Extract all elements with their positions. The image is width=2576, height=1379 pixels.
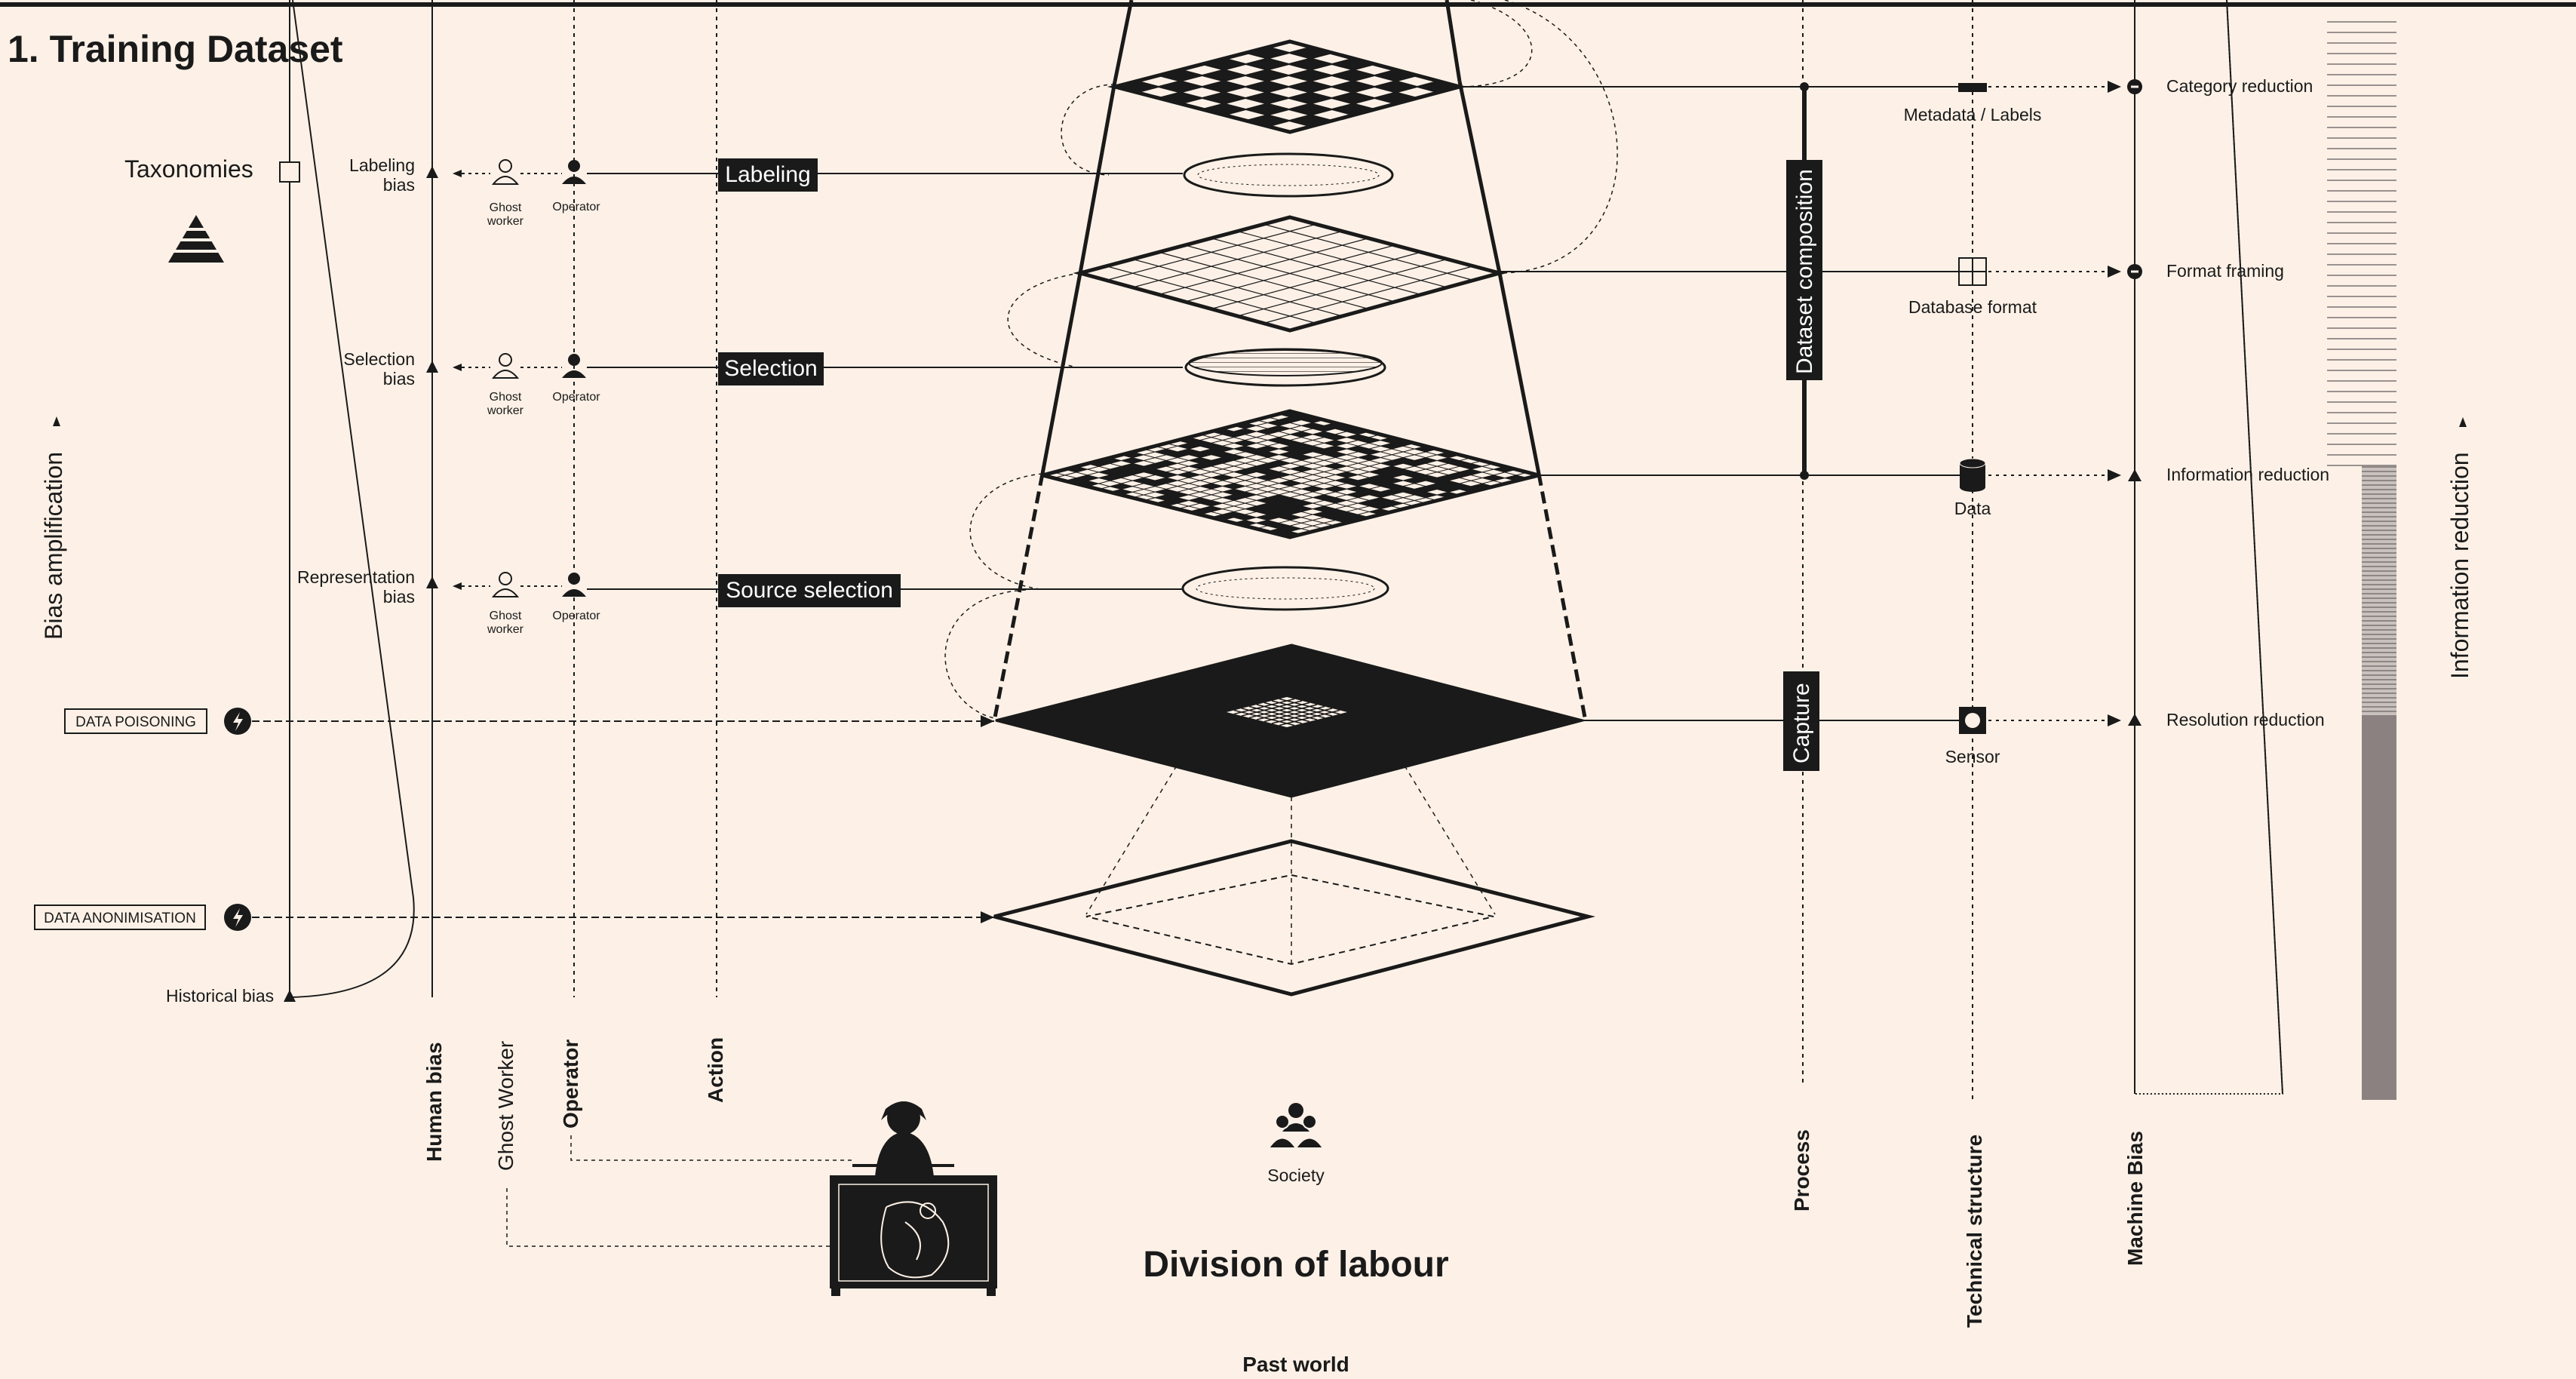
historical-bias-label: Historical bias — [166, 986, 274, 1006]
lightning-bolt-icon — [224, 904, 251, 931]
operator-icon — [562, 160, 586, 184]
selection-bias-line2: bias — [383, 369, 415, 389]
data-label: Data — [1954, 499, 1991, 518]
operator-to-illustration — [571, 1135, 852, 1160]
column-technical-structure: Technical structure — [1963, 1135, 1986, 1328]
column-human-bias: Human bias — [422, 1042, 446, 1162]
information-reduction-label: Information reduction — [2166, 465, 2329, 484]
division-of-labour-heading: Division of labour — [1143, 1245, 1448, 1285]
format-framing-marker — [2127, 264, 2142, 279]
bracket-dot-bottom — [1800, 471, 1809, 480]
lens-disc-1 — [1184, 154, 1392, 196]
arrow-up-icon — [284, 990, 296, 1002]
data-anonimisation-box: DATA ANONIMISATION — [35, 905, 205, 929]
metadata-node — [1958, 83, 1987, 92]
arrow-up-icon — [53, 416, 60, 426]
operator-caption-1: Operator — [552, 201, 600, 213]
column-operator: Operator — [559, 1040, 582, 1129]
bracket-dot-top — [1800, 82, 1809, 91]
ghost-worker-icon — [493, 160, 517, 184]
dataset-composition-box: Dataset composition — [1786, 160, 1822, 380]
sensor-label: Sensor — [1945, 747, 2000, 766]
selection-bias-line1: Selection — [343, 349, 415, 369]
taxonomies-node — [280, 162, 299, 182]
dataset-composition-label: Dataset composition — [1792, 169, 1817, 374]
representation-bias-row: Representation bias — [297, 567, 562, 607]
capture-box: Capture — [1783, 671, 1819, 771]
data-poisoning-box: DATA POISONING — [65, 709, 207, 733]
society-label: Society — [1267, 1166, 1325, 1185]
category-reduction-label: Category reduction — [2166, 76, 2313, 96]
ghost-worker-icon — [493, 354, 517, 378]
resolution-reduction-label: Resolution reduction — [2166, 710, 2325, 729]
metadata-labels-label: Metadata / Labels — [1904, 105, 2042, 124]
column-action: Action — [704, 1037, 727, 1103]
past-world-label: Past world — [1242, 1353, 1349, 1375]
selection-bias-row: Selection bias — [343, 349, 562, 389]
data-grid-plane — [1042, 411, 1539, 537]
representation-bias-line1: Representation — [297, 567, 415, 587]
information-reduction-axis-label: Information reduction — [2446, 452, 2473, 679]
page-title: 1. Training Dataset — [8, 28, 343, 70]
source-selection-box: Source selection — [718, 574, 901, 607]
ghost-worker-caption-2a: Ghost — [490, 391, 522, 404]
database-format-label: Database format — [1908, 297, 2037, 317]
operator-icon — [562, 573, 586, 597]
taxonomies-label: Taxonomies — [124, 155, 253, 183]
data-poisoning-label: DATA POISONING — [75, 714, 196, 730]
arrow-up-icon — [2459, 417, 2467, 427]
source-selection-label: Source selection — [726, 578, 893, 603]
selection-label: Selection — [724, 356, 817, 381]
format-grid-plane — [1080, 217, 1500, 330]
lens-disc-2 — [1186, 349, 1385, 385]
capture-label: Capture — [1789, 683, 1814, 763]
historical-bias-curve — [290, 0, 414, 997]
ghost-worker-caption-1a: Ghost — [490, 201, 522, 214]
ghost-worker-icon — [493, 573, 517, 597]
database-icon — [1960, 459, 1985, 492]
lightning-bolt-icon — [224, 708, 251, 735]
labels-grid-plane — [1115, 41, 1460, 132]
ghost-worker-caption-2b: worker — [487, 404, 524, 417]
information-reduction-bar — [2327, 14, 2396, 1100]
column-process: Process — [1790, 1129, 1813, 1212]
ghost-worker-caption-3b: worker — [487, 623, 524, 636]
labeling-bias-row: Labeling bias — [349, 155, 562, 195]
category-reduction-marker — [2127, 79, 2142, 94]
reduction-outline — [2135, 0, 2283, 1094]
grid-icon — [1959, 258, 1986, 285]
society-icon — [1269, 1103, 1323, 1148]
labeling-box: Labeling — [718, 158, 818, 192]
pyramid-icon — [167, 215, 226, 263]
reduction-diagonal — [2227, 0, 2283, 1094]
operator-caption-2: Operator — [552, 391, 600, 404]
sensor-plane — [996, 645, 1583, 797]
labeling-bias-line1: Labeling — [349, 155, 415, 175]
mechanical-turk-illustration — [830, 1101, 997, 1296]
resolution-reduction-marker — [2128, 714, 2142, 726]
data-anonimisation-label: DATA ANONIMISATION — [44, 911, 196, 926]
format-framing-label: Format framing — [2166, 261, 2284, 281]
ghost-worker-caption-1b: worker — [487, 215, 524, 228]
ghost-worker-to-illustration — [507, 1188, 830, 1246]
information-reduction-marker — [2128, 469, 2142, 481]
column-ghost-worker: Ghost Worker — [494, 1041, 517, 1171]
labeling-label: Labeling — [725, 162, 810, 187]
sensor-icon — [1959, 707, 1986, 734]
bias-amplification-label: Bias amplification — [40, 452, 67, 640]
lens-disc-3 — [1183, 567, 1388, 610]
labeling-bias-line2: bias — [383, 175, 415, 195]
selection-box: Selection — [718, 352, 824, 385]
representation-bias-line2: bias — [383, 587, 415, 607]
operator-icon — [562, 354, 586, 378]
column-machine-bias: Machine Bias — [2123, 1131, 2147, 1266]
operator-caption-3: Operator — [552, 610, 600, 622]
ghost-worker-caption-3a: Ghost — [490, 610, 522, 622]
